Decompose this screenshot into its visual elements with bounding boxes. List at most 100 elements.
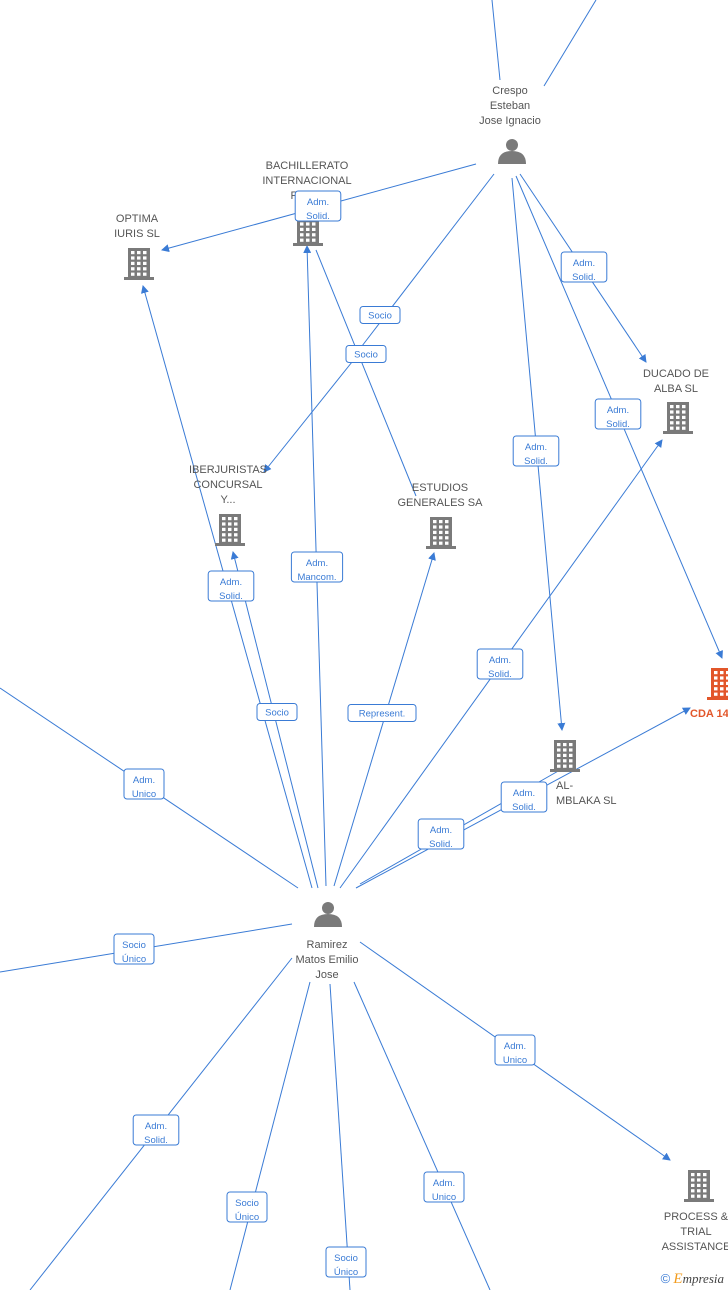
edge-label-box [123, 768, 165, 800]
building-icon-window [222, 522, 226, 526]
building-icon-window [306, 227, 310, 231]
node-cda[interactable]: CDA 14... [690, 668, 728, 720]
edge-label[interactable]: Adm.Solid. [560, 251, 608, 283]
building-icon [215, 514, 245, 546]
edge-label[interactable]: Socio [345, 345, 387, 363]
person-icon-body [498, 151, 526, 164]
building-icon-window [714, 687, 718, 691]
edge-label-text: Solid. [606, 419, 630, 430]
building-icon-window [312, 222, 316, 226]
building-icon-window [222, 533, 226, 537]
node-label: Matos Emilio [296, 954, 359, 966]
edge-label[interactable]: Adm.Mancom. [290, 551, 344, 583]
edge-label[interactable]: Represent. [347, 704, 417, 722]
building-icon [426, 517, 456, 549]
building-icon-window [234, 522, 238, 526]
edge-label[interactable]: Adm.Solid. [476, 648, 524, 680]
edge-label-box [325, 1246, 367, 1278]
node-label: AL- [556, 780, 573, 792]
building-icon-window [714, 692, 718, 696]
edge-label[interactable]: Adm.Solid. [207, 570, 255, 602]
building-icon-window [300, 238, 304, 242]
building-icon-window [222, 527, 226, 531]
building-icon-window [697, 1178, 701, 1182]
copyright-symbol: © [660, 1271, 671, 1286]
edge-label[interactable]: Adm.Solid. [294, 190, 342, 222]
building-icon-window [676, 426, 680, 430]
building-icon-window [312, 233, 316, 237]
building-icon-window [682, 421, 686, 425]
building-icon-window [697, 1173, 701, 1177]
edge-label-box [560, 251, 608, 283]
building-icon-window [439, 525, 443, 529]
building-icon-window [228, 517, 232, 521]
person-icon [314, 902, 342, 927]
edge-label[interactable]: Adm.Solid. [500, 781, 548, 813]
node-iberjuristas[interactable]: IBERJURISTASCONCURSALY... [189, 464, 267, 546]
building-icon-window [720, 671, 724, 675]
node-label: Y... [220, 494, 235, 506]
building-icon-window [439, 530, 443, 534]
edge-label-text: Solid. [219, 591, 243, 602]
building-icon-window [670, 415, 674, 419]
edge-label-text: Socio [334, 1253, 358, 1264]
edge-label[interactable]: Socio [359, 306, 401, 324]
edge-label-text: Socio [122, 940, 146, 951]
building-icon-window [306, 238, 310, 242]
edge-label-text: Adm. [504, 1041, 526, 1052]
edge-label-text: Socio [265, 708, 289, 719]
edge-label[interactable]: Adm.Solid. [417, 818, 465, 850]
building-icon-window [137, 267, 141, 271]
building-icon-window [720, 676, 724, 680]
edge-label[interactable]: Adm.Unico [123, 768, 165, 800]
edge-label-text: Socio [368, 311, 392, 322]
building-icon [124, 248, 154, 280]
node-label: Esteban [490, 100, 530, 112]
edge-label[interactable]: Adm.Unico [423, 1171, 465, 1203]
person-icon-head [506, 139, 518, 151]
edge-label-text: Solid. [524, 456, 548, 467]
edge-label-box [113, 933, 155, 965]
edge-label[interactable]: Socio [256, 703, 298, 721]
edge-label-text: Represent. [359, 709, 405, 720]
node-label: PROCESS & [664, 1211, 728, 1223]
building-icon-base [707, 697, 728, 700]
edge-label[interactable]: Adm.Solid. [132, 1114, 180, 1146]
edge-label-box [512, 435, 560, 467]
building-icon-window [439, 536, 443, 540]
edge-label[interactable]: Adm.Solid. [594, 398, 642, 430]
edge-line [329, 983, 351, 1290]
edge-line [315, 249, 417, 497]
building-icon-window [670, 421, 674, 425]
building-icon-window [306, 222, 310, 226]
edge-label-text: Unico [132, 789, 156, 800]
building-icon-window [228, 538, 232, 542]
node-label: Crespo [492, 85, 527, 97]
edge-label-text: Adm. [306, 558, 328, 569]
building-icon-window [300, 227, 304, 231]
building-icon-window [433, 541, 437, 545]
building-icon-window [691, 1194, 695, 1198]
building-icon-window [682, 410, 686, 414]
edge-label[interactable]: Adm.Solid. [512, 435, 560, 467]
node-label: CONCURSAL [193, 479, 262, 491]
building-icon [684, 1170, 714, 1202]
building-icon-window [433, 536, 437, 540]
edge-label-box [423, 1171, 465, 1203]
node-label: IURIS SL [114, 228, 160, 240]
edge-label-text: Solid. [572, 272, 596, 283]
building-icon-window [691, 1178, 695, 1182]
edge-label[interactable]: Adm.Unico [494, 1034, 536, 1066]
building-icon-window [439, 541, 443, 545]
node-almblaka[interactable]: AL-MBLAKA SL [550, 740, 617, 807]
node-label: ALBA SL [654, 383, 698, 395]
